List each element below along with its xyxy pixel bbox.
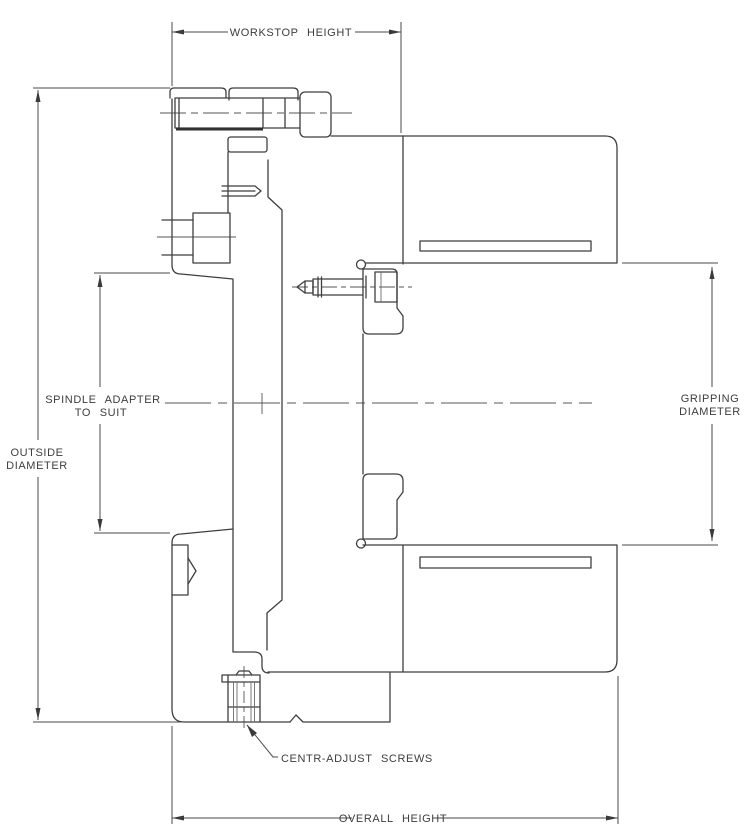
screw-dome	[235, 670, 253, 676]
screw-thread-lines	[233, 682, 255, 722]
lower-screw-boss	[362, 473, 404, 540]
upper-left-profile	[171, 98, 270, 674]
lower-gripping-block	[267, 544, 618, 673]
outside-diameter-label-line2: DIAMETER	[6, 460, 68, 472]
clamp-bar-right	[228, 87, 299, 101]
dimension-overall-height: OVERALL HEIGHT	[171, 676, 619, 825]
screw-tip-cone	[296, 280, 306, 294]
center-lines	[157, 112, 592, 731]
upper-jaw-slot	[419, 240, 592, 252]
arrowhead	[35, 708, 41, 720]
screw-tip-cylinder	[304, 280, 314, 294]
bottom-foot-step	[289, 672, 391, 723]
workstop-bracket	[227, 136, 268, 153]
dimension-gripping-diameter: GRIPPING DIAMETER	[622, 262, 741, 546]
gripping-diameter-label-line2: DIAMETER	[679, 406, 741, 418]
workstop-height-label: WORKSTOP HEIGHT	[230, 27, 352, 39]
workstop-assembly	[169, 87, 332, 214]
screw-body	[227, 674, 261, 723]
workstop-bolt-head	[299, 91, 332, 138]
dimension-spindle-adapter: SPINDLE ADAPTER TO SUIT	[45, 272, 170, 534]
lower-left-profile	[171, 528, 291, 723]
leader-line	[246, 724, 278, 758]
shaft-collar-rings	[317, 276, 323, 298]
arrowhead	[172, 815, 184, 821]
gripping-body	[267, 135, 618, 673]
side-screw-nut	[374, 271, 398, 303]
leader-centr-adjust: CENTR-ADJUST SCREWS	[246, 724, 433, 765]
overall-height-label: OVERALL HEIGHT	[339, 813, 447, 825]
upper-pivot-hole	[355, 259, 367, 270]
clamp-bar-left	[169, 87, 227, 99]
workstop-finger-lip	[221, 185, 262, 197]
centr-adjust-screws-label: CENTR-ADJUST SCREWS	[281, 753, 433, 765]
centr-adjust-screw	[221, 670, 261, 723]
upper-screw-boss	[362, 268, 404, 335]
arrowhead	[247, 725, 257, 737]
arrowhead	[709, 267, 715, 279]
gripping-extension-lines	[622, 262, 718, 546]
dimension-outside-diameter: OUTSIDE DIAMETER	[6, 87, 184, 723]
locating-pin-stub	[161, 219, 194, 256]
locating-pin	[192, 212, 231, 264]
spindle-adapter-label-line2: TO SUIT	[75, 407, 127, 419]
spring-plunger-wedge	[187, 557, 197, 585]
workstop-bolt-shaft	[174, 97, 301, 129]
arrowhead	[389, 29, 401, 35]
spindle-extension-lines	[94, 272, 170, 534]
dimension-workstop-height: WORKSTOP HEIGHT	[171, 22, 402, 133]
spring-plunger-pocket	[171, 544, 189, 596]
arrowhead	[97, 519, 103, 531]
spindle-adapter-label-line1: SPINDLE ADAPTER	[45, 394, 160, 406]
overall-extension-lines	[171, 676, 619, 824]
gripping-diameter-label-line1: GRIPPING	[681, 393, 740, 405]
arrowhead	[35, 90, 41, 102]
arrowhead	[97, 275, 103, 287]
upper-gripping-block	[330, 135, 618, 264]
lower-jaw-slot	[419, 556, 592, 569]
workstop-extension-lines	[171, 22, 402, 133]
arrowhead	[709, 529, 715, 541]
spindle-adapter-body	[161, 98, 391, 723]
inner-bore-wall	[266, 159, 283, 651]
side-screw	[296, 271, 398, 303]
screw-pocket-lip	[221, 674, 229, 683]
outside-extension-lines	[33, 87, 184, 723]
arrowhead	[606, 815, 618, 821]
outside-diameter-label-line1: OUTSIDE	[10, 447, 63, 459]
arrowhead	[172, 29, 184, 35]
lower-pivot-hole	[355, 538, 367, 549]
